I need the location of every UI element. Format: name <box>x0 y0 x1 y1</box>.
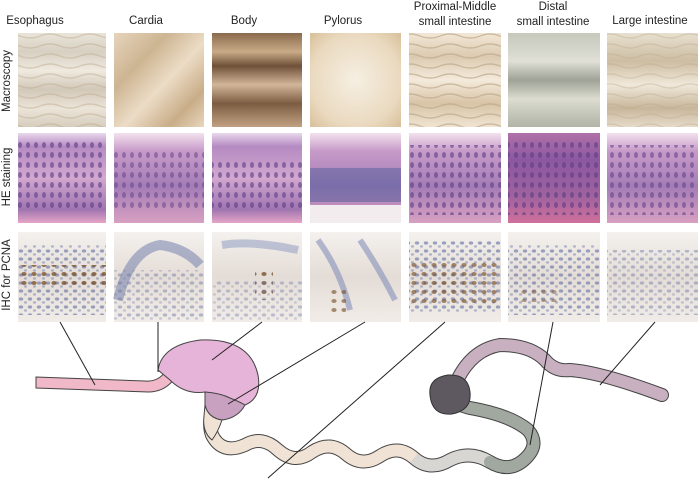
row-label-macroscopy: Macroscopy <box>1 50 13 112</box>
esophagus-tube <box>35 367 176 393</box>
row-label-he-staining: HE staining <box>1 148 13 207</box>
column-label-cardia: Cardia <box>129 15 163 27</box>
gi-tract-diagram <box>35 337 669 475</box>
column-label-esophagus: Esophagus <box>6 15 64 27</box>
leader-body <box>211 321 263 361</box>
macro-body-image <box>212 33 302 127</box>
column-label-body: Body <box>231 15 257 27</box>
leader-lines <box>59 321 656 479</box>
macro-cardia-image <box>114 33 204 127</box>
column-label-prox-mid-si-line1: Proximal-Middle <box>414 1 496 13</box>
macro-distal-si-image <box>508 33 600 127</box>
row-label-ihc-pcna: IHC for PCNA <box>1 239 13 311</box>
ihc-pcna-row <box>18 232 698 322</box>
leader-prox-mid-si <box>267 321 446 479</box>
leader-large-intestine <box>599 321 656 386</box>
stomach-body <box>157 339 260 408</box>
macroscopy-row <box>18 33 698 127</box>
column-label-prox-mid-si-line2: small intestine <box>419 16 492 28</box>
he-staining-row <box>18 133 698 223</box>
cecum <box>429 374 471 415</box>
leader-distal-si <box>529 321 554 446</box>
leader-esophagus <box>59 321 96 386</box>
column-label-distal-si-line2: small intestine <box>517 16 590 28</box>
pylorus-duodenum <box>203 404 223 441</box>
leader-pylorus <box>227 321 366 405</box>
macro-pylorus-image <box>310 33 401 127</box>
column-label-large-intestine: Large intestine <box>612 15 687 27</box>
column-label-distal-si-line1: Distal <box>539 1 568 13</box>
column-label-pylorus: Pylorus <box>324 15 363 27</box>
